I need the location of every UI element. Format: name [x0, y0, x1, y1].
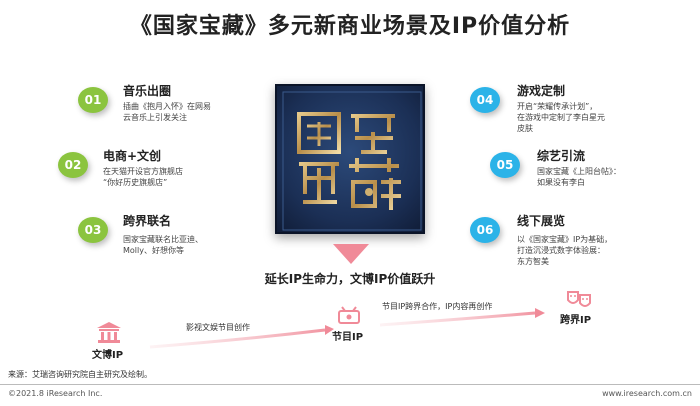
item-desc-line: 云音乐上引发关注: [123, 113, 187, 122]
footer-divider: [0, 384, 700, 385]
item-desc-line: 在游戏中定制了李白星元: [517, 113, 605, 122]
item-desc-line: 在天猫开设官方旗舰店: [103, 167, 183, 176]
item-desc-line: 东方智美: [517, 257, 549, 266]
museum-icon: [97, 322, 121, 343]
node-show-ip: 节目IP: [332, 332, 364, 343]
item-exhibition: 06 线下展览 以《国家宝藏》IP为基础， 打造沉浸式数字体验展： 东方智美: [470, 214, 670, 266]
item-title: 跨界联名: [123, 214, 172, 228]
item-game: 04 游戏定制 开启“荣耀传承计划”， 在游戏中定制了李白星元 皮肤: [470, 84, 670, 134]
item-crossover: 03 跨界联名 国家宝藏联名比亚迪、 Molly、好想你等: [78, 214, 278, 264]
edge-arrow-1: [149, 328, 326, 349]
website-link[interactable]: www.iresearch.com.cn: [602, 389, 692, 398]
item-desc-line: Molly、好想你等: [123, 246, 184, 255]
badge-04: 04: [470, 87, 500, 113]
item-variety: 05 综艺引流 国家宝藏《上阳台帖》： 如果没有李白: [490, 149, 690, 199]
logo-emblem-icon: [282, 91, 422, 231]
edge1-label: 影视文娱节目创作: [186, 323, 250, 332]
item-desc-line: 国家宝藏《上阳台帖》：: [537, 167, 621, 176]
national-treasure-logo: [275, 84, 425, 234]
item-desc-line: 打造沉浸式数字体验展：: [517, 246, 605, 255]
flow-arrows: [149, 308, 545, 349]
badge-06: 06: [470, 217, 500, 243]
node-wenbo-ip: 文博IP: [92, 350, 124, 361]
copyright-text: ©2021.8 iResearch Inc.: [8, 389, 103, 398]
badge-01: 01: [78, 87, 108, 113]
item-desc-line: 插曲《抱月入怀》在网易: [123, 102, 211, 111]
item-desc-line: 国家宝藏联名比亚迪、: [123, 235, 203, 244]
item-desc-line: 皮肤: [517, 124, 533, 133]
item-music: 01 音乐出圈 插曲《抱月入怀》在网易 云音乐上引发关注: [78, 84, 278, 134]
arrow-head-2: [535, 308, 545, 318]
node-crossover-ip: 跨界IP: [560, 315, 592, 326]
arrow-head-1: [325, 325, 334, 335]
item-title: 游戏定制: [517, 84, 566, 98]
badge-05: 05: [490, 152, 520, 178]
source-note: 来源：艾瑞咨询研究院自主研究及绘制。: [8, 370, 152, 379]
item-desc-line: “你好历史旗舰店”: [103, 178, 168, 187]
item-desc-line: 如果没有李白: [537, 178, 585, 187]
slogan-text: 延长IP生命力，文博IP价值跃升: [264, 272, 436, 286]
item-desc-line: 开启“荣耀传承计划”，: [517, 102, 598, 111]
item-ecommerce: 02 电商+文创 在天猫开设官方旗舰店 “你好历史旗舰店”: [58, 149, 258, 199]
broadcast-icon: [338, 306, 360, 324]
edge2-label: 节目IP跨界合作，IP内容再创作: [382, 302, 493, 311]
page-title: 《国家宝藏》多元新商业场景及IP价值分析: [129, 14, 571, 39]
badge-02: 02: [58, 152, 88, 178]
item-desc-line: 以《国家宝藏》IP为基础，: [517, 235, 613, 244]
item-title: 电商+文创: [103, 149, 162, 163]
item-title: 音乐出圈: [123, 84, 172, 98]
theater-masks-icon: [567, 291, 591, 307]
badge-03: 03: [78, 217, 108, 243]
item-title: 综艺引流: [537, 149, 586, 163]
item-title: 线下展览: [517, 214, 566, 228]
down-arrow-icon: [333, 244, 369, 264]
edge-arrow-2: [379, 311, 536, 327]
